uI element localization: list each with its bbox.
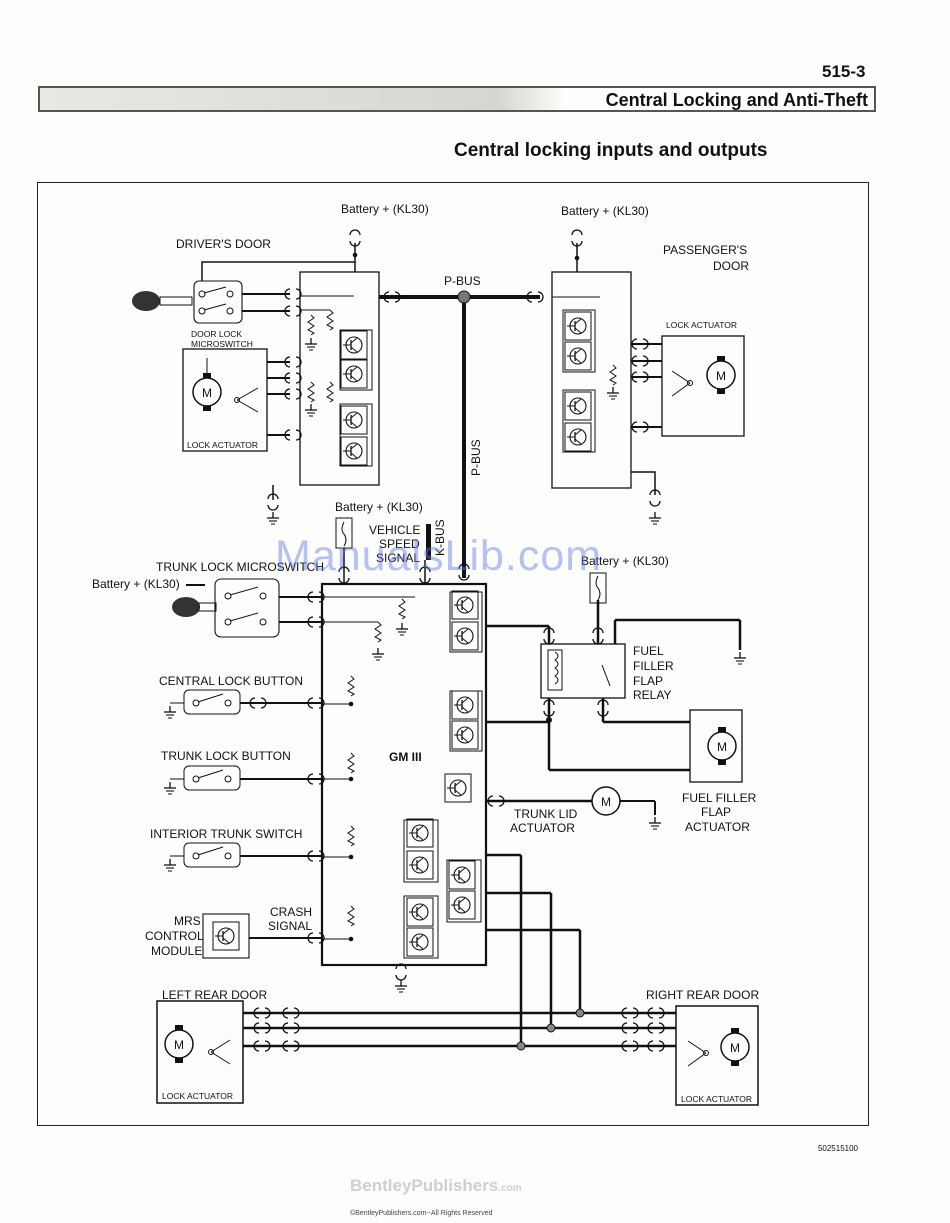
interior-trunk-switch (163, 842, 325, 872)
label-vehicle-speed-1: VEHICLE (369, 523, 420, 537)
label-lock-actuator-left-rear: LOCK ACTUATOR (162, 1091, 233, 1101)
footer-copyright: ©BentleyPublishers.com--All Rights Reser… (350, 1210, 493, 1217)
label-kbus: K-BUS (433, 519, 447, 556)
motor-left-rear-label: M (174, 1038, 184, 1052)
label-lock-actuator-driver: LOCK ACTUATOR (187, 440, 258, 450)
fuel-filler-flap-relay (486, 572, 747, 772)
label-vehicle-speed-2: SPEED (379, 537, 420, 551)
label-pbus-vertical: P-BUS (469, 439, 483, 476)
trunk-lock-microswitch (172, 578, 325, 638)
trunk-lid-actuator (486, 786, 662, 830)
label-right-rear-door: RIGHT REAR DOOR (646, 988, 759, 1002)
label-crash-2: SIGNAL (268, 919, 312, 933)
watermark: ManualsLib.com (275, 532, 603, 580)
label-mrs-1: MRS (174, 914, 201, 928)
label-trunk-lid-1: TRUNK LID (514, 807, 578, 821)
motor-right-rear-label: M (730, 1041, 740, 1055)
label-lock-actuator-passenger: LOCK ACTUATOR (666, 320, 737, 330)
label-trunk-lid-2: ACTUATOR (510, 821, 575, 835)
left-rear-lock-actuator (156, 1000, 244, 1104)
right-rear-lock-actuator (675, 1005, 759, 1106)
label-drivers-door: DRIVER'S DOOR (176, 237, 271, 251)
label-battery-passenger: Battery + (KL30) (561, 204, 649, 218)
trunk-lock-button (163, 765, 325, 795)
label-door-lock-microswitch-1: DOOR LOCK (191, 329, 242, 339)
page-number: 515-3 (822, 62, 866, 81)
rear-door-wiring (243, 853, 676, 1052)
label-passengers-door-1: PASSENGER'S (663, 243, 747, 257)
label-battery-gm3: Battery + (KL30) (335, 500, 423, 514)
label-lock-actuator-right-rear: LOCK ACTUATOR (681, 1094, 752, 1104)
label-fuel-relay-2: FILLER (633, 659, 674, 673)
label-pbus-horizontal: P-BUS (444, 274, 481, 288)
label-fuel-actuator-2: FLAP (701, 805, 731, 819)
label-mrs-2: CONTROL (145, 929, 204, 943)
label-fuel-relay-3: FLAP (633, 674, 663, 688)
label-battery-driver: Battery + (KL30) (341, 202, 429, 216)
label-door-lock-microswitch-2: MICROSWITCH (191, 339, 253, 349)
gm3-supply-lines (335, 517, 431, 584)
central-lock-button (163, 689, 325, 719)
label-passengers-door-2: DOOR (713, 259, 749, 273)
gm3-module (320, 582, 488, 967)
label-fuel-actuator-1: FUEL FILLER (682, 791, 757, 805)
passenger-lock-actuator (631, 335, 745, 437)
motor-trunk-lid-label: M (601, 795, 611, 809)
label-battery-relay: Battery + (KL30) (581, 554, 669, 568)
diagram-id: 502515100 (817, 1144, 858, 1153)
label-mrs-3: MODULE (151, 944, 202, 958)
label-trunk-lock-button: TRUNK LOCK BUTTON (161, 749, 291, 763)
motor-fuel-flap-label: M (717, 740, 727, 754)
label-fuel-relay-4: RELAY (633, 688, 671, 702)
diagram-frame (37, 182, 869, 1126)
footer-brand-suffix: .com (498, 1183, 522, 1194)
p-bus-line (379, 290, 544, 581)
passenger-door-module (551, 271, 632, 489)
motor-passenger-label: M (716, 369, 726, 383)
section-header-bar: Central Locking and Anti-Theft (38, 86, 876, 112)
driver-lock-actuator (182, 348, 302, 452)
motor-driver-label: M (202, 386, 212, 400)
label-interior-trunk-switch: INTERIOR TRUNK SWITCH (150, 827, 302, 841)
driver-door-lock-microswitch (132, 261, 355, 324)
diagram-title: Central locking inputs and outputs (454, 140, 768, 161)
label-gm3: GM III (389, 750, 422, 764)
label-fuel-relay-1: FUEL (633, 644, 664, 658)
label-trunk-lock-microswitch: TRUNK LOCK MICROSWITCH (156, 560, 324, 574)
label-crash-1: CRASH (270, 905, 312, 919)
footer-brand-name: BentleyPublishers (350, 1176, 499, 1195)
label-fuel-actuator-3: ACTUATOR (685, 820, 750, 834)
label-central-lock-button: CENTRAL LOCK BUTTON (159, 674, 303, 688)
footer-brand: BentleyPublishers.com (350, 1176, 522, 1196)
section-title: Central Locking and Anti-Theft (605, 90, 868, 110)
label-vehicle-speed-3: SIGNAL (376, 551, 420, 565)
fuel-filler-flap-actuator (689, 709, 743, 783)
drivers-door-module (299, 271, 380, 486)
mrs-control-module (202, 913, 325, 959)
label-left-rear-door: LEFT REAR DOOR (162, 988, 267, 1002)
label-battery-trunk: Battery + (KL30) (92, 577, 180, 591)
